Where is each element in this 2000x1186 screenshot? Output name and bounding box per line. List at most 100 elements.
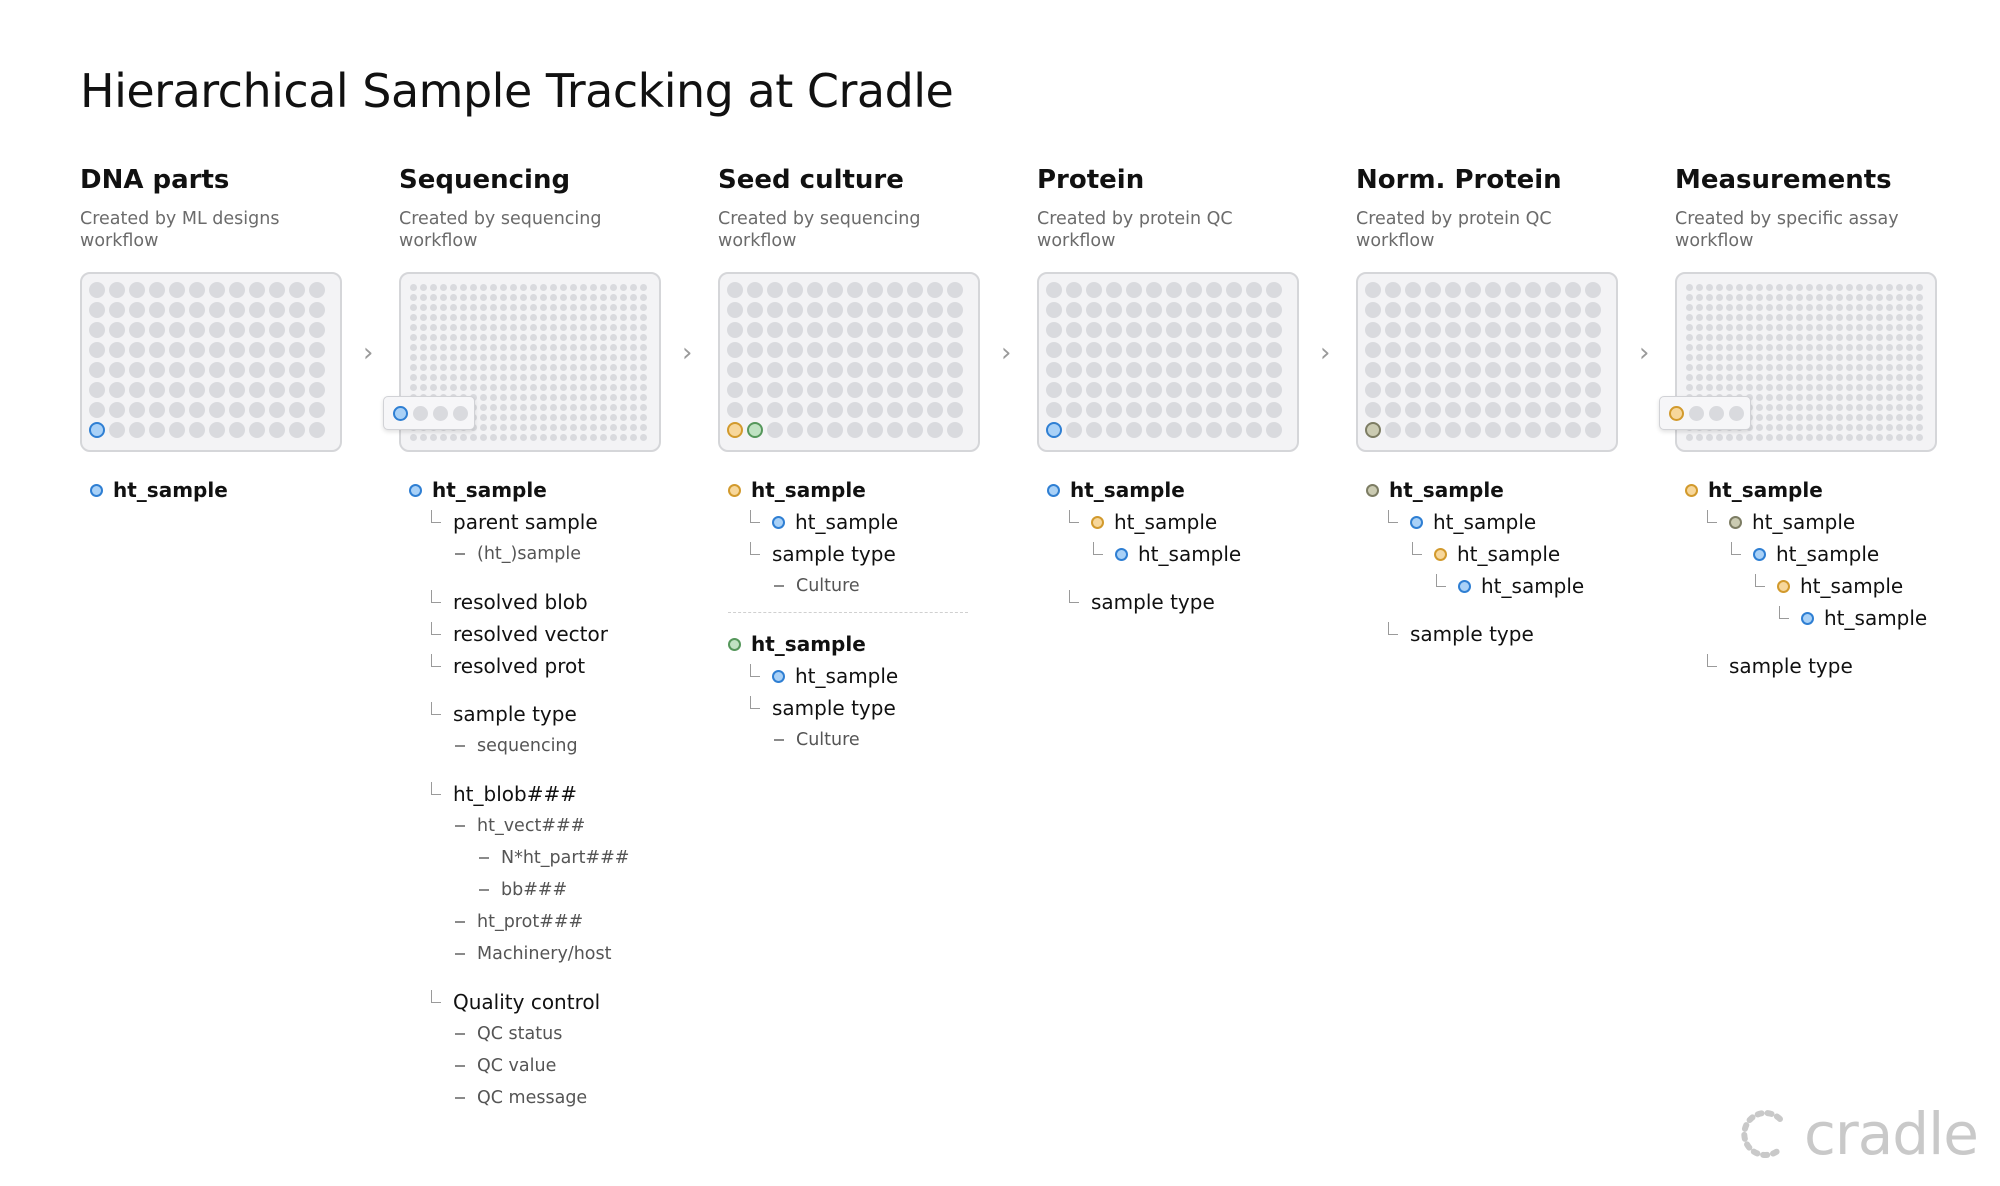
well: [927, 362, 943, 378]
well: [847, 382, 863, 398]
column-protein: Protein Created by protein QC workflow h…: [1037, 162, 1299, 614]
well: [1766, 384, 1773, 391]
well: [630, 364, 637, 371]
well: [550, 324, 557, 331]
well: [570, 374, 577, 381]
well: [500, 394, 507, 401]
well: [1696, 284, 1703, 291]
well: [550, 344, 557, 351]
well-highlighted[interactable]: [1046, 422, 1062, 438]
well: [480, 314, 487, 321]
column-title: Measurements: [1675, 165, 1892, 195]
well: [947, 382, 963, 398]
well: [620, 334, 627, 341]
well: [1746, 364, 1753, 371]
well: [510, 404, 517, 411]
well: [867, 402, 883, 418]
spacer: [409, 970, 671, 986]
well: [530, 384, 537, 391]
well-highlighted[interactable]: [89, 422, 105, 438]
well: [620, 414, 627, 421]
well: [560, 294, 567, 301]
well: [1766, 364, 1773, 371]
dash-icon: [455, 1065, 465, 1067]
well: [430, 374, 437, 381]
well-highlighted[interactable]: [1669, 405, 1684, 421]
well: [1876, 414, 1883, 421]
well: [1836, 344, 1843, 351]
well: [1706, 334, 1713, 341]
well: [1565, 342, 1581, 358]
well: [520, 404, 527, 411]
well: [1525, 322, 1541, 338]
well: [1385, 362, 1401, 378]
well: [530, 364, 537, 371]
well-plate: [1037, 272, 1299, 452]
well: [580, 344, 587, 351]
tree-label: QC value: [477, 1056, 557, 1076]
well: [1856, 374, 1863, 381]
well: [1776, 324, 1783, 331]
sample-dot-icon: [728, 483, 741, 497]
well: [109, 362, 125, 378]
well: [1916, 304, 1923, 311]
well: [1106, 422, 1122, 438]
well: [1166, 302, 1182, 318]
well: [410, 344, 417, 351]
well: [747, 382, 763, 398]
well-highlighted[interactable]: [727, 422, 743, 438]
well: [440, 284, 447, 291]
well: [520, 304, 527, 311]
well: [510, 284, 517, 291]
well: [1425, 362, 1441, 378]
well: [640, 414, 647, 421]
well: [1766, 434, 1773, 441]
well: [947, 362, 963, 378]
well: [420, 364, 427, 371]
well: [510, 374, 517, 381]
well: [610, 304, 617, 311]
well: [1086, 382, 1102, 398]
well: [1485, 282, 1501, 298]
well: [1766, 394, 1773, 401]
well: [1246, 382, 1262, 398]
well: [470, 324, 477, 331]
well: [620, 374, 627, 381]
well: [440, 294, 447, 301]
well: [560, 404, 567, 411]
well: [289, 422, 305, 438]
well: [450, 374, 457, 381]
well: [590, 284, 597, 291]
well: [1766, 304, 1773, 311]
well: [1866, 284, 1873, 291]
well: [560, 374, 567, 381]
well-highlighted[interactable]: [747, 422, 763, 438]
well: [169, 422, 185, 438]
well: [1226, 402, 1242, 418]
tree-item: ht_sample: [728, 506, 990, 538]
well: [1796, 374, 1803, 381]
well: [1465, 402, 1481, 418]
well: [460, 304, 467, 311]
well: [520, 284, 527, 291]
well: [1806, 364, 1813, 371]
well: [430, 284, 437, 291]
tree-label: Culture: [796, 576, 860, 596]
well: [1465, 362, 1481, 378]
well: [149, 282, 165, 298]
well: [1856, 304, 1863, 311]
well-highlighted[interactable]: [393, 405, 408, 421]
tree-label: ht_sample: [1708, 478, 1823, 502]
well: [440, 314, 447, 321]
well: [1846, 304, 1853, 311]
well: [600, 364, 607, 371]
tree-item: (ht_)sample: [409, 538, 671, 570]
well: [867, 382, 883, 398]
well: [1465, 282, 1481, 298]
well: [229, 362, 245, 378]
well: [1706, 294, 1713, 301]
well: [1806, 384, 1813, 391]
well: [109, 322, 125, 338]
well-highlighted[interactable]: [1365, 422, 1381, 438]
